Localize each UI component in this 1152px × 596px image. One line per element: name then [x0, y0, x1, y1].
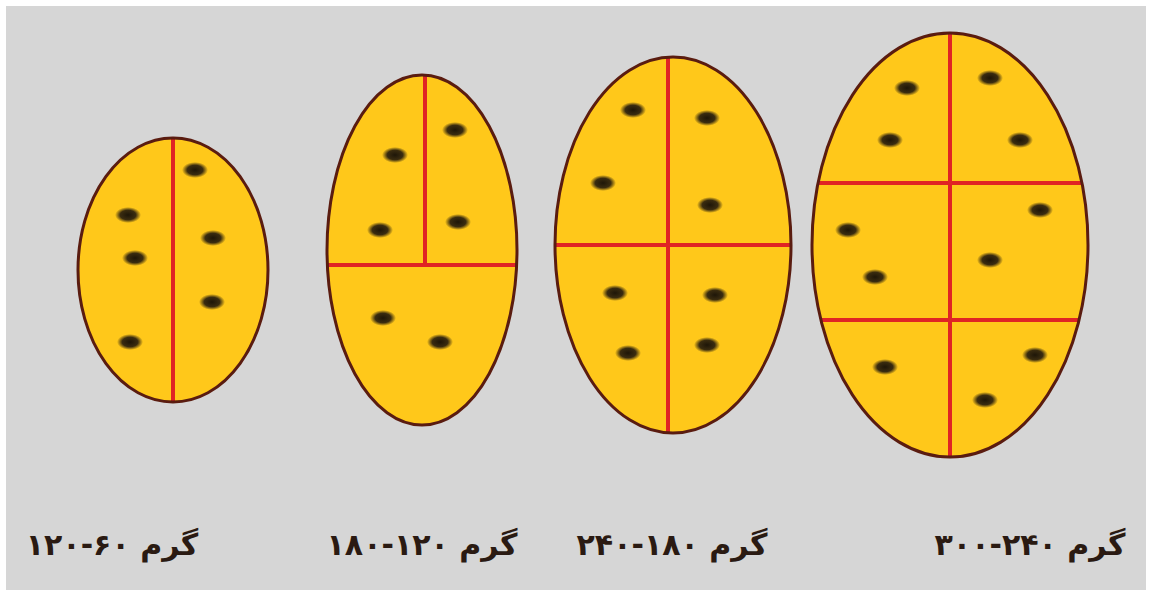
- oval-4: [805, 28, 1095, 462]
- weight-label: ۱۲۰-۶۰ گرم: [26, 527, 199, 563]
- weight-label: ۱۸۰-۱۲۰ گرم: [327, 527, 518, 563]
- weight-label: ۳۰۰-۲۴۰ گرم: [935, 527, 1126, 563]
- oval-3: [550, 50, 800, 440]
- background-panel: [6, 6, 1146, 590]
- weight-label: ۲۴۰-۱۸۰ گرم: [577, 527, 768, 563]
- oval-2: [320, 70, 525, 425]
- oval-1: [78, 130, 268, 410]
